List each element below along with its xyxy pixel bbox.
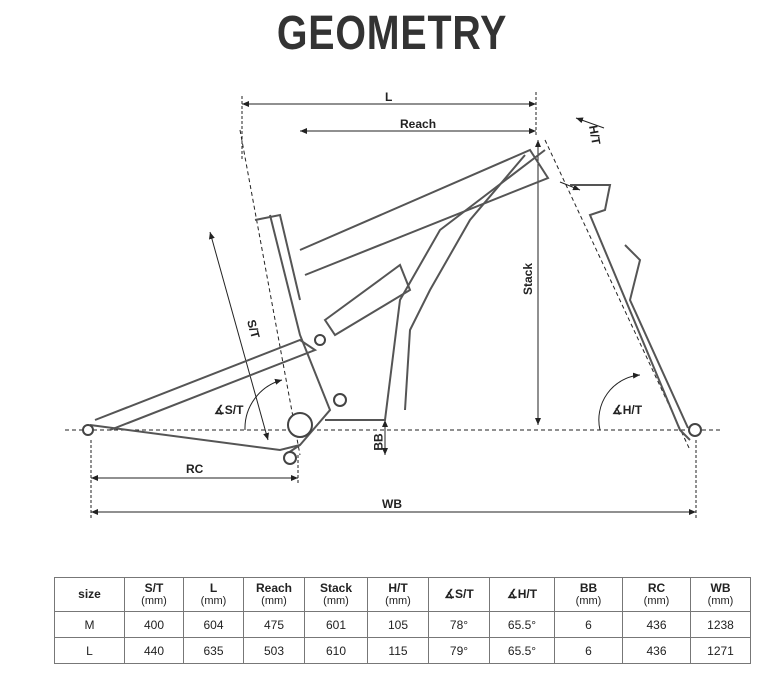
table-cell: 6	[554, 637, 623, 664]
label-st-angle: ∡S/T	[214, 403, 244, 417]
dimension-lines	[65, 92, 720, 518]
column-header: Reach(mm)	[243, 577, 305, 612]
column-header-unit: (mm)	[575, 594, 602, 607]
column-header-unit: (mm)	[707, 594, 734, 607]
table-cell: 503	[243, 637, 305, 664]
column-header: WB(mm)	[690, 577, 751, 612]
column-header: ∡H/T	[489, 577, 555, 612]
column-header: RC(mm)	[622, 577, 691, 612]
table-cell: 1238	[690, 611, 751, 638]
column-header: S/T(mm)	[124, 577, 184, 612]
column-header-name: RC	[647, 580, 666, 595]
table-cell: 604	[183, 611, 244, 638]
column-header-name: L	[209, 580, 218, 595]
label-ht-angle: ∡H/T	[612, 403, 643, 417]
column-header-name: ∡H/T	[506, 587, 538, 601]
column-header: H/T(mm)	[367, 577, 429, 612]
label-reach: Reach	[400, 117, 437, 131]
column-header-name: Stack	[319, 580, 353, 595]
table-cell: 65.5°	[489, 611, 555, 638]
page-title: GEOMETRY	[276, 7, 508, 60]
table-cell: 475	[243, 611, 305, 638]
table-cell: 6	[554, 611, 623, 638]
column-header-name: WB	[710, 580, 731, 595]
column-header-unit: (mm)	[323, 594, 349, 607]
bike-geometry-diagram	[65, 92, 720, 518]
bike-pivots	[82, 334, 702, 465]
table-cell: 65.5°	[489, 637, 555, 664]
column-header-name: S/T	[144, 580, 164, 595]
table-cell: 436	[622, 611, 691, 638]
table-cell: 610	[304, 637, 368, 664]
column-header: ∡S/T	[428, 577, 490, 612]
column-header-unit: (mm)	[385, 594, 411, 607]
column-header-name: ∡S/T	[444, 587, 474, 601]
label-stack: Stack	[521, 262, 536, 296]
column-header: BB(mm)	[554, 577, 623, 612]
column-header-name: BB	[579, 580, 598, 595]
table-cell: 436	[622, 637, 691, 664]
label-wb: WB	[382, 497, 402, 511]
column-header: Stack(mm)	[304, 577, 368, 612]
table-cell: 635	[183, 637, 244, 664]
table-cell: 79°	[428, 637, 490, 664]
table-cell: 105	[367, 611, 429, 638]
table-cell: 115	[367, 637, 429, 664]
column-header-name: H/T	[388, 580, 408, 595]
table-cell: M	[54, 611, 125, 638]
column-header-unit: (mm)	[261, 594, 287, 607]
table-cell: 78°	[428, 611, 490, 638]
table-cell: 400	[124, 611, 184, 638]
column-header: L(mm)	[183, 577, 244, 612]
column-header-name: Reach	[255, 580, 293, 595]
label-l: L	[385, 90, 393, 104]
column-header-unit: (mm)	[200, 594, 227, 607]
table-cell: 440	[124, 637, 184, 664]
label-bb: BB	[371, 433, 386, 451]
table-cell: 1271	[690, 637, 751, 664]
column-header-unit: (mm)	[141, 594, 167, 607]
column-header: size	[54, 577, 125, 612]
label-rc: RC	[186, 462, 204, 476]
table-cell: 601	[304, 611, 368, 638]
column-header-unit: (mm)	[643, 594, 670, 607]
table-cell: L	[54, 637, 125, 664]
column-header-name: size	[78, 587, 101, 601]
bike-frame	[89, 148, 691, 456]
